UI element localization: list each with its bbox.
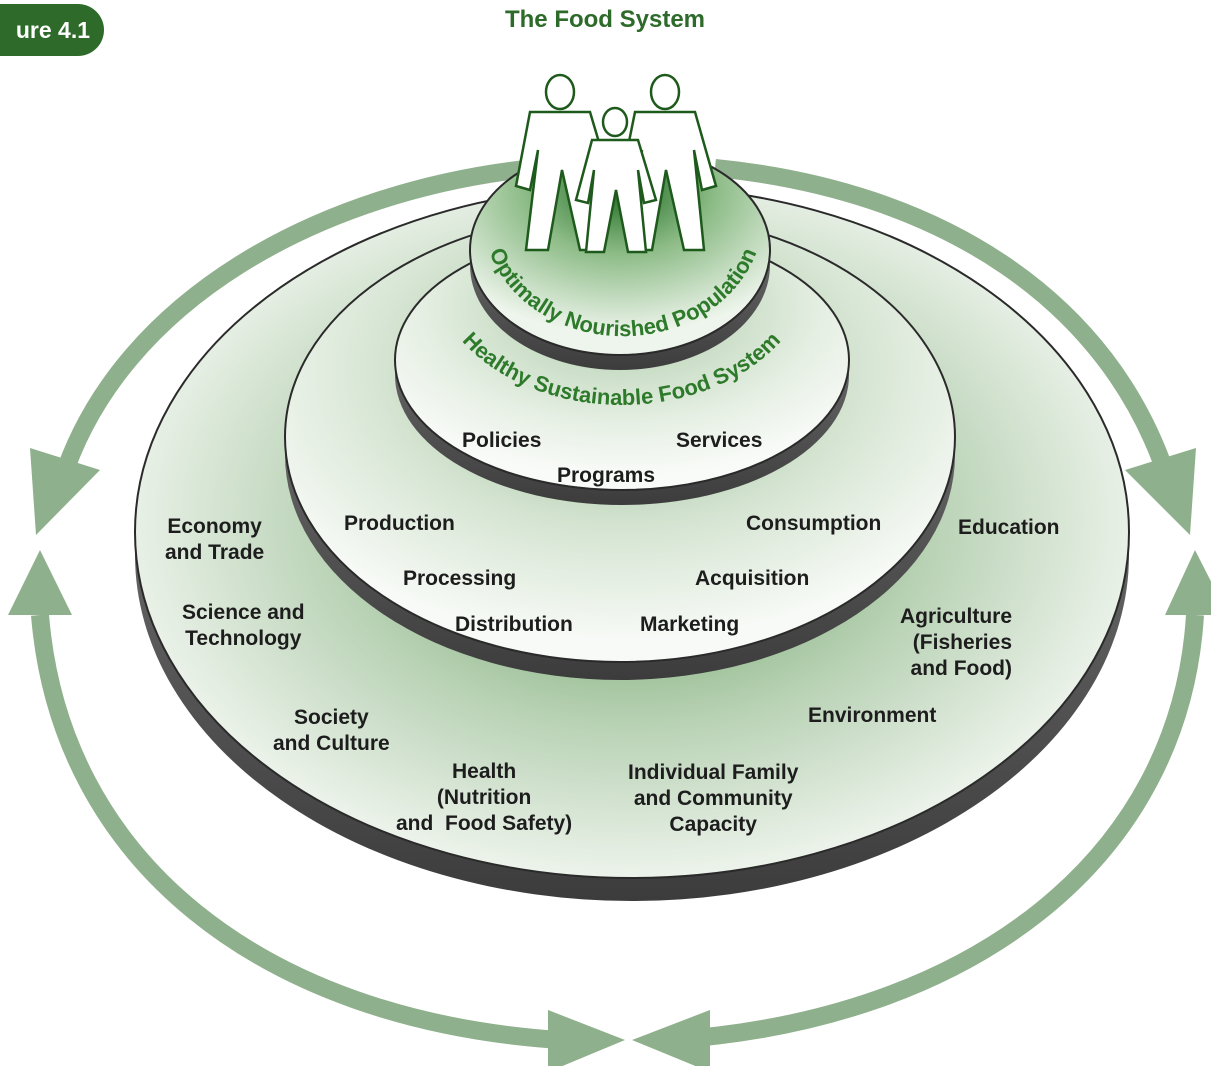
arrowhead-bottom-right [632,1010,710,1066]
label-environment: Environment [808,704,937,727]
label-programs: Programs [557,464,656,487]
people-icon [514,73,718,254]
label-services: Services [676,429,763,452]
arrowhead-bottom-left [548,1010,625,1066]
arrowhead-right-down [1125,448,1196,535]
label-production: Production [344,512,455,535]
arrow-heads [8,448,1211,1066]
diagram-title: The Food System [504,6,706,33]
label-agriculture: Agriculture (Fisheries and Food) [900,605,1013,680]
label-economy-trade: Economy and Trade [165,515,265,564]
arrow-top-left [53,159,536,483]
label-distribution: Distribution [455,613,573,636]
label-policies: Policies [462,429,542,452]
label-science-technology: Science and Technology [182,601,305,650]
arrow-bottom-right [669,614,1204,1049]
label-society-culture: Society and Culture [273,706,390,755]
label-health: Health (Nutrition and Food Safety) [396,760,573,835]
label-consumption: Consumption [746,512,882,535]
arrowhead-left-down [30,448,100,535]
figure-label: ure 4.1 [0,4,104,56]
label-processing: Processing [403,567,517,590]
arrowhead-left-up [8,550,72,615]
arrowhead-right-up [1165,550,1211,615]
cycle-arrow-icon [31,159,1204,1049]
arrow-bottom-left [31,614,561,1049]
label-acquisition: Acquisition [695,567,810,590]
arrow-top-right [714,159,1177,483]
label-marketing: Marketing [640,613,740,636]
label-capacity: Individual Family and Community Capacity [628,761,799,836]
label-education: Education [958,516,1060,539]
